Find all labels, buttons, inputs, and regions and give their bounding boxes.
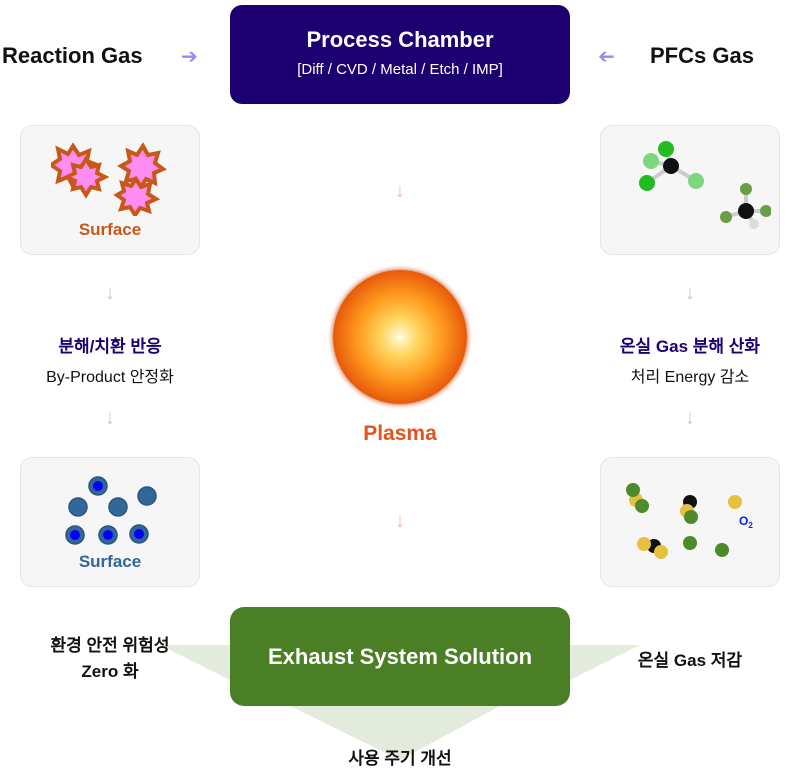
process-chamber-box: Process Chamber [Diff / CVD / Metal / Et… <box>230 5 570 104</box>
star-particles-icon <box>51 142 167 216</box>
benefit-ghg-reduction: 온실 Gas 저감 <box>637 651 743 670</box>
left-step-desc: By-Product 안정화 <box>46 369 174 386</box>
surface-card-stabilized: Surface <box>20 457 200 587</box>
surface-card-reaction: Surface <box>20 125 200 255</box>
benefit-lifecycle: 사용 주기 개선 <box>348 749 452 768</box>
arrow-down-icon: ↓ <box>395 510 405 532</box>
arrow-down-icon: ↓ <box>105 407 115 429</box>
chamber-title: Process Chamber <box>306 27 494 52</box>
surface-label-top: Surface <box>78 220 142 239</box>
left-step-title: 분해/치환 반응 <box>58 337 162 356</box>
surface-label-bottom: Surface <box>78 552 142 571</box>
pfc-molecules-icon <box>639 141 771 229</box>
right-step-text: 온실 Gas 분해 산화 처리 Energy 감소 <box>580 332 800 387</box>
arrow-down-icon: ↓ <box>685 282 695 304</box>
arrow-down-icon: ↓ <box>105 282 115 304</box>
pfcs-gas-label: PFCs Gas <box>650 43 754 68</box>
right-step-desc: 처리 Energy 감소 <box>630 369 750 386</box>
pfc-molecule-card <box>600 125 780 255</box>
exhaust-solution-box: Exhaust System Solution <box>230 607 570 706</box>
arrow-right-icon: ➔ <box>181 46 198 68</box>
arrow-down-icon: ↓ <box>685 407 695 429</box>
reaction-gas-label: Reaction Gas <box>2 43 143 68</box>
benefit-safety: 환경 안전 위험성 Zero 화 <box>20 633 200 685</box>
benefit-safety-line1: 환경 안전 위험성 <box>50 636 170 655</box>
left-step-text: 분해/치환 반응 By-Product 안정화 <box>0 332 220 387</box>
particle-circles-icon <box>65 476 157 545</box>
benefit-safety-line2: Zero 화 <box>81 662 139 681</box>
chamber-subtitle: [Diff / CVD / Metal / Etch / IMP] <box>297 61 503 78</box>
right-step-title: 온실 Gas 분해 산화 <box>619 337 761 356</box>
oxidized-molecules-icon: O2 <box>626 483 753 559</box>
arrow-left-icon: ➔ <box>598 46 615 68</box>
oxidized-products-card: O2 <box>600 457 780 587</box>
o2-label: O2 <box>739 514 753 530</box>
arrow-down-icon: ↓ <box>395 180 405 202</box>
plasma-label: Plasma <box>363 422 437 445</box>
plasma-orb <box>333 270 467 404</box>
